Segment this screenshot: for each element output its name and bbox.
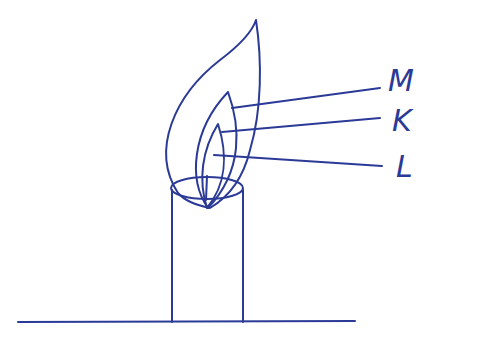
leader-line [214,155,382,166]
zone-label: M [388,66,414,96]
leader-line [222,118,380,132]
ground-line [18,321,355,322]
zone-label: L [396,152,413,182]
outer-flame [166,20,260,208]
wick [206,176,207,200]
inner-flame [202,124,224,208]
zone-label: K [392,106,412,136]
candle-body [172,190,243,322]
middle-flame [196,92,236,208]
leader-line [232,88,380,108]
